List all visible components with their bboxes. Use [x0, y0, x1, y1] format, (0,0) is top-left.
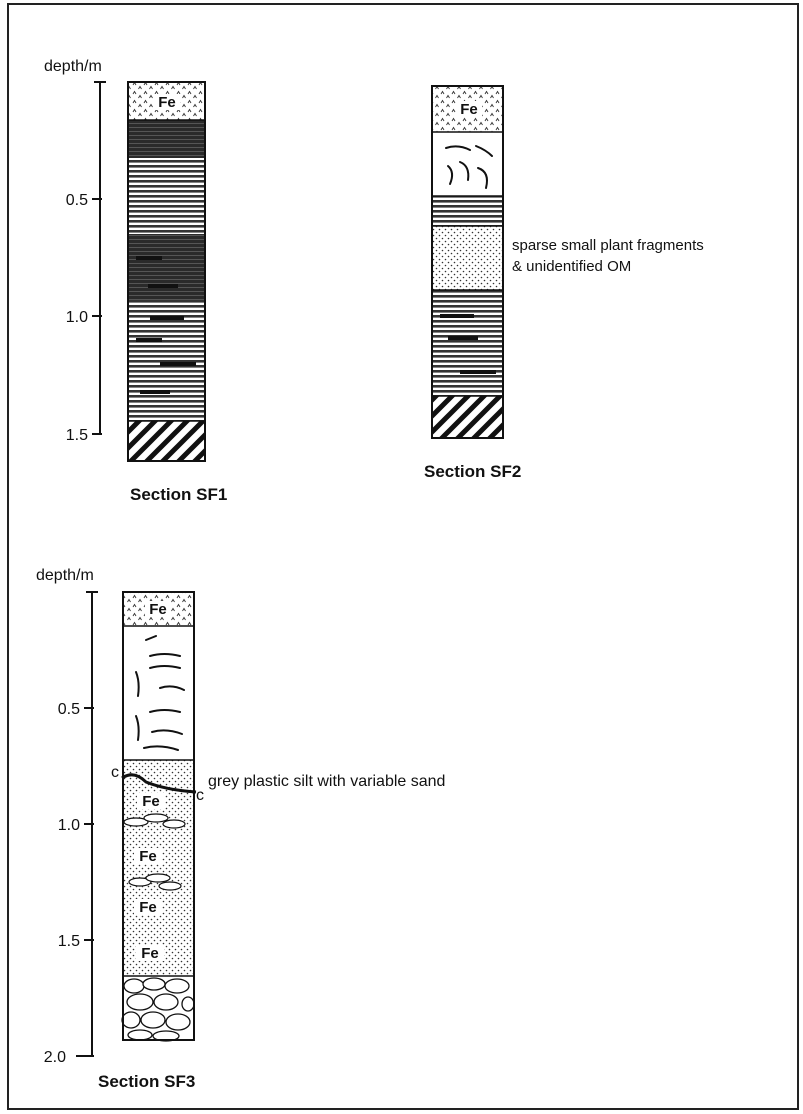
sf2-laminated-silt-layer — [432, 196, 503, 226]
sf2-column-outline — [431, 85, 504, 439]
sf3-contact-line — [121, 773, 197, 794]
sf3-title: Section SF3 — [98, 1072, 195, 1091]
sf1-dark-organic-layer — [128, 234, 205, 300]
sf1-tick-label: 0.5 — [66, 192, 88, 209]
fe-label: Fe — [142, 793, 160, 810]
fe-label: Fe — [139, 899, 157, 916]
sf2-annotation: sparse small plant fragments — [512, 237, 704, 254]
sf3-tick-label: 2.0 — [44, 1049, 66, 1066]
sf1-tick-label: 1.0 — [66, 309, 88, 326]
fe-label: Fe — [141, 945, 159, 962]
sf2-bedrock-layer — [432, 396, 503, 438]
sf1-axis-label: depth/m — [44, 58, 102, 75]
sf2-laminated-silt-layer — [432, 290, 503, 396]
sf3-annotation: grey plastic silt with variable sand — [208, 773, 445, 790]
contact-mark: c — [196, 787, 204, 804]
sf2-title: Section SF2 — [424, 462, 521, 481]
sf3-column-outline — [122, 591, 195, 1041]
sf3-tick-label: 0.5 — [58, 701, 80, 718]
section-sf3: depth/m 0.5 1.0 1.5 2.0 Fe Fe Fe Fe Fe — [36, 567, 445, 1091]
sf2-plant-remains-layer — [432, 132, 503, 196]
fe-label: Fe — [158, 94, 176, 111]
sf3-tick-label: 1.5 — [58, 933, 80, 950]
sf1-title: Section SF1 — [130, 485, 227, 504]
sf3-axis-label: depth/m — [36, 567, 94, 584]
sf1-column-outline — [127, 81, 206, 462]
sf3-tick-label: 1.0 — [58, 817, 80, 834]
sf1-laminated-silt-layer — [128, 300, 205, 421]
sf1-dark-organic-layer — [128, 120, 205, 158]
sf2-sand-layer — [432, 226, 503, 290]
fe-label: Fe — [139, 848, 157, 865]
sf1-laminated-silt-layer — [128, 158, 205, 234]
fe-label: Fe — [149, 601, 167, 618]
sf1-tick-label: 1.5 — [66, 427, 88, 444]
contact-mark: c — [111, 764, 119, 781]
sf3-plant-remains-layer — [123, 626, 194, 760]
section-sf2: Fe sparse small plant fragments & uniden… — [424, 85, 704, 481]
fe-label: Fe — [460, 101, 478, 118]
sf2-annotation: & unidentified OM — [512, 258, 631, 275]
section-sf1: depth/m 0.5 1.0 1.5 Fe Section SF1 — [44, 58, 227, 504]
sf1-bedrock-layer — [128, 421, 205, 461]
figure-frame — [7, 3, 799, 1110]
